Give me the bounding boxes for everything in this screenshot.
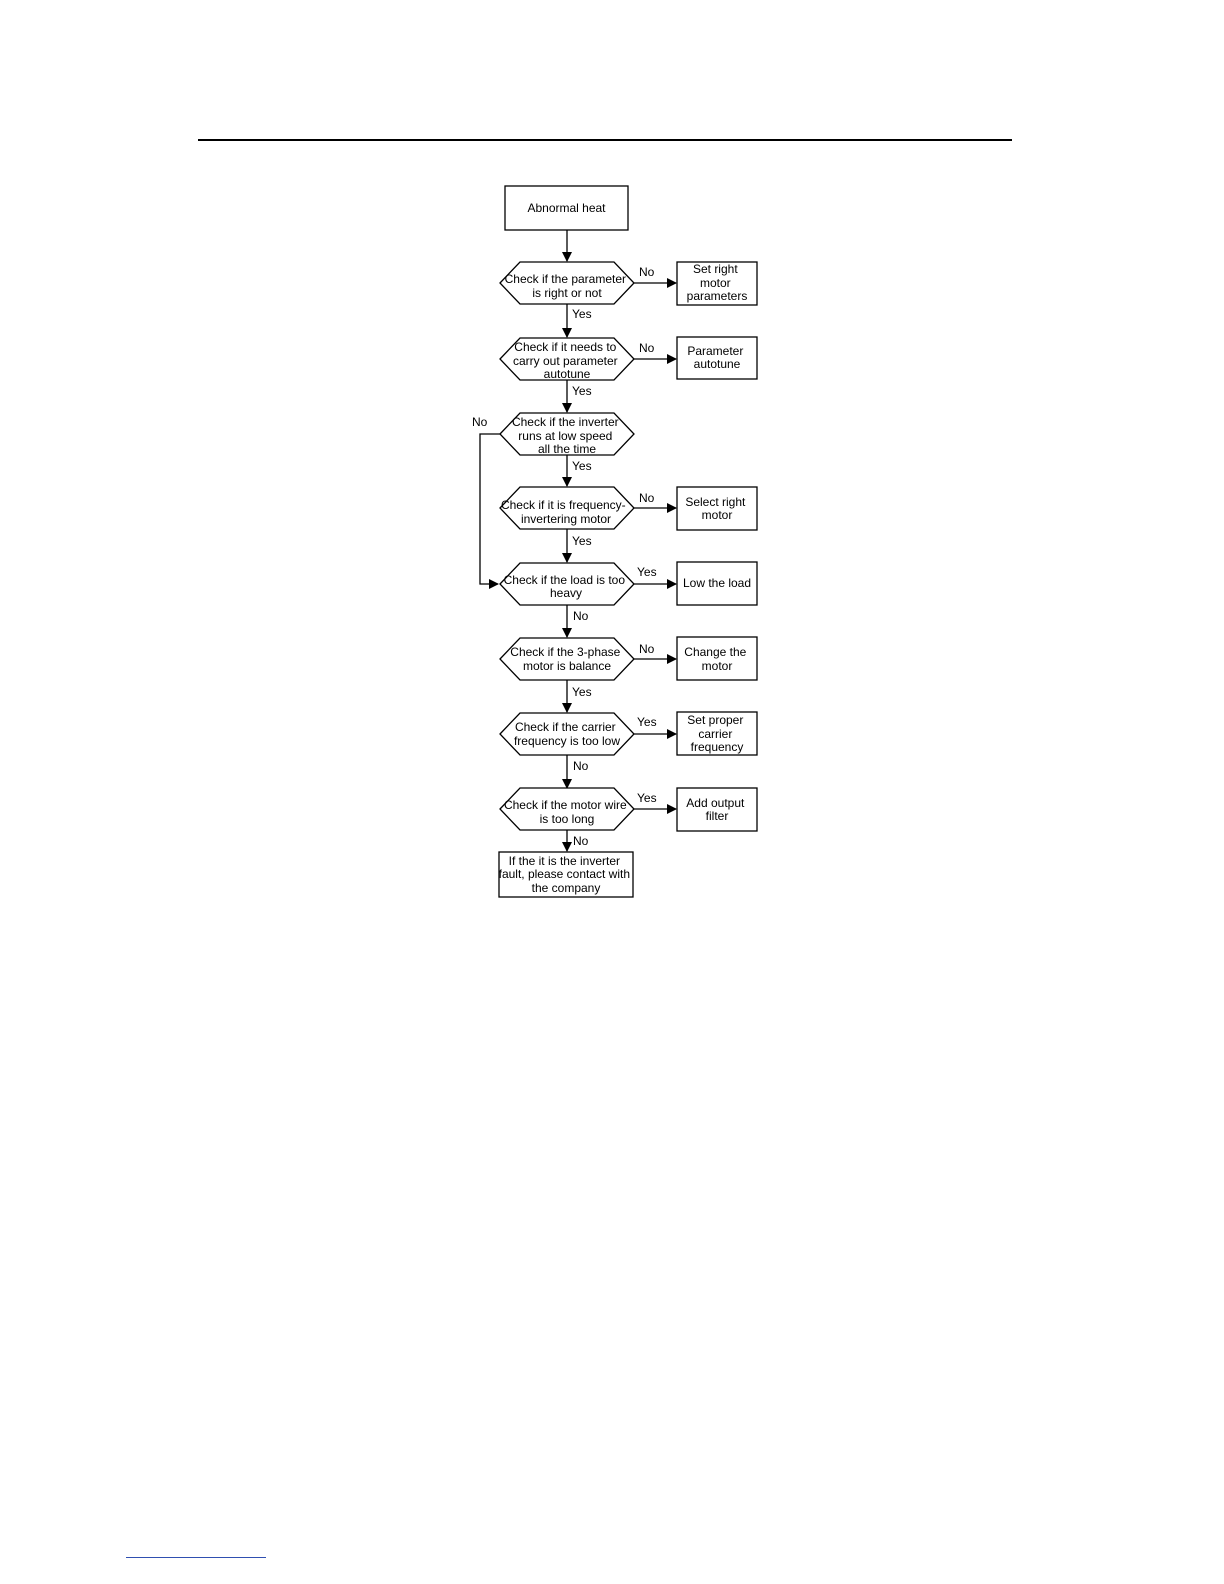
decision-freqmotor-text: Check if it is frequency- invertering mo…	[501, 498, 629, 526]
label-carrier-down: No	[573, 759, 589, 773]
action-setparams-line-1: Set right	[693, 262, 738, 276]
label-param-side: No	[639, 265, 655, 279]
decision-phase-text: Check if the 3-phase motor is balance	[510, 645, 623, 673]
action-autotune-line-2: autotune	[694, 357, 741, 371]
decision-freqmotor-line-2: invertering motor	[521, 512, 611, 526]
label-carrier-side: Yes	[637, 715, 657, 729]
label-load-side: Yes	[637, 565, 657, 579]
action-addfilter-line-1: Add output	[686, 796, 745, 810]
decision-autotune-line-2: carry out parameter	[513, 354, 618, 368]
decision-carrier-text: Check if the carrier frequency is too lo…	[514, 720, 620, 748]
action-setparams-text: Set right motor parameters	[687, 262, 748, 303]
decision-param-text: Check if the parameter is right or not	[505, 272, 630, 300]
decision-wire-line-2: is too long	[540, 812, 595, 826]
decision-phase: Check if the 3-phase motor is balance	[499, 637, 635, 681]
action-selectmotor: Select right motor	[676, 486, 758, 531]
decision-autotune: Check if it needs to carry out parameter…	[499, 337, 635, 381]
end-node: If the it is the inverter fault, please …	[498, 851, 634, 898]
action-addfilter-line-2: filter	[706, 809, 729, 823]
label-lowspeed-left: No	[472, 415, 488, 429]
decision-carrier-line-2: frequency is too low	[514, 734, 620, 748]
end-line-3: the company	[532, 881, 601, 895]
decision-carrier: Check if the carrier frequency is too lo…	[499, 712, 635, 756]
action-setparams-line-2: motor	[700, 276, 731, 290]
action-autotune-line-1: Parameter	[687, 344, 743, 358]
action-setparams-line-3: parameters	[687, 289, 748, 303]
decision-param: Check if the parameter is right or not	[499, 261, 635, 305]
decision-lowspeed-line-1: Check if the inverter	[512, 415, 619, 429]
decision-wire-text: Check if the motor wire is too long	[504, 798, 630, 826]
decision-autotune-text: Check if it needs to carry out parameter…	[513, 340, 621, 381]
label-lowspeed-down: Yes	[572, 459, 592, 473]
decision-phase-line-2: motor is balance	[523, 659, 611, 673]
action-autotune: Parameter autotune	[676, 336, 758, 380]
decision-wire: Check if the motor wire is too long	[499, 787, 635, 831]
branch-labels: No Yes No Yes No Yes No Yes Yes No No Ye…	[472, 265, 657, 848]
label-freqmotor-side: No	[639, 491, 655, 505]
action-setcarrier-line-3: frequency	[691, 740, 744, 754]
action-selectmotor-line-1: Select right	[685, 495, 746, 509]
action-setcarrier-line-1: Set proper	[687, 713, 743, 727]
action-setcarrier: Set proper carrier frequency	[676, 711, 758, 756]
decision-lowspeed-line-3: all the time	[538, 442, 596, 456]
decision-autotune-line-3: autotune	[544, 367, 591, 381]
action-changemotor-text: Change the motor	[684, 645, 749, 673]
label-param-down: Yes	[572, 307, 592, 321]
action-addfilter: Add output filter	[676, 787, 758, 832]
action-changemotor-line-2: motor	[702, 659, 733, 673]
label-autotune-down: Yes	[572, 384, 592, 398]
start-label: Abnormal heat	[527, 201, 606, 215]
action-addfilter-text: Add output filter	[686, 796, 747, 823]
decision-lowspeed: Check if the inverter runs at low speed …	[499, 412, 635, 456]
decision-load-line-2: heavy	[550, 586, 582, 600]
end-line-2: fault, please contact with	[499, 867, 630, 881]
decision-phase-line-1: Check if the 3-phase	[510, 645, 620, 659]
end-text: If the it is the inverter fault, please …	[499, 854, 634, 895]
end-line-1: If the it is the inverter	[509, 854, 620, 868]
decision-lowspeed-line-2: runs at low speed	[518, 429, 612, 443]
decision-param-line-1: Check if the parameter	[505, 272, 626, 286]
arrow-lowspeed-no-to-load	[479, 433, 500, 589]
label-load-down: No	[573, 609, 589, 623]
label-phase-side: No	[639, 642, 655, 656]
label-freqmotor-down: Yes	[572, 534, 592, 548]
label-autotune-side: No	[639, 341, 655, 355]
footnote-rule	[126, 1557, 266, 1558]
action-selectmotor-line-2: motor	[702, 508, 733, 522]
action-changemotor: Change the motor	[676, 636, 758, 681]
start-node: Abnormal heat	[504, 185, 629, 231]
decision-carrier-line-1: Check if the carrier	[515, 720, 616, 734]
label-wire-down: No	[573, 834, 589, 848]
action-setcarrier-line-2: carrier	[698, 727, 732, 741]
decision-load-line-1: Check if the load is too	[504, 573, 626, 587]
action-lowload: Low the load	[676, 561, 758, 606]
decision-load-text: Check if the load is too heavy	[504, 573, 629, 600]
decision-param-line-2: is right or not	[532, 286, 602, 300]
header-rule	[198, 139, 1012, 141]
label-phase-down: Yes	[572, 685, 592, 699]
connectors	[479, 230, 677, 852]
action-selectmotor-text: Select right motor	[685, 495, 748, 522]
action-setcarrier-text: Set proper carrier frequency	[687, 713, 746, 754]
decision-wire-line-1: Check if the motor wire	[504, 798, 627, 812]
action-setparams: Set right motor parameters	[676, 261, 758, 306]
decision-freqmotor-line-1: Check if it is frequency-	[501, 498, 626, 512]
label-wire-side: Yes	[637, 791, 657, 805]
decision-autotune-line-1: Check if it needs to	[514, 340, 616, 354]
action-lowload-text: Low the load	[683, 576, 751, 590]
decision-load: Check if the load is too heavy	[499, 562, 635, 606]
decision-freqmotor: Check if it is frequency- invertering mo…	[499, 486, 635, 530]
action-changemotor-line-1: Change the	[684, 645, 746, 659]
decision-lowspeed-text: Check if the inverter runs at low speed …	[512, 415, 622, 456]
action-autotune-text: Parameter autotune	[687, 344, 746, 371]
